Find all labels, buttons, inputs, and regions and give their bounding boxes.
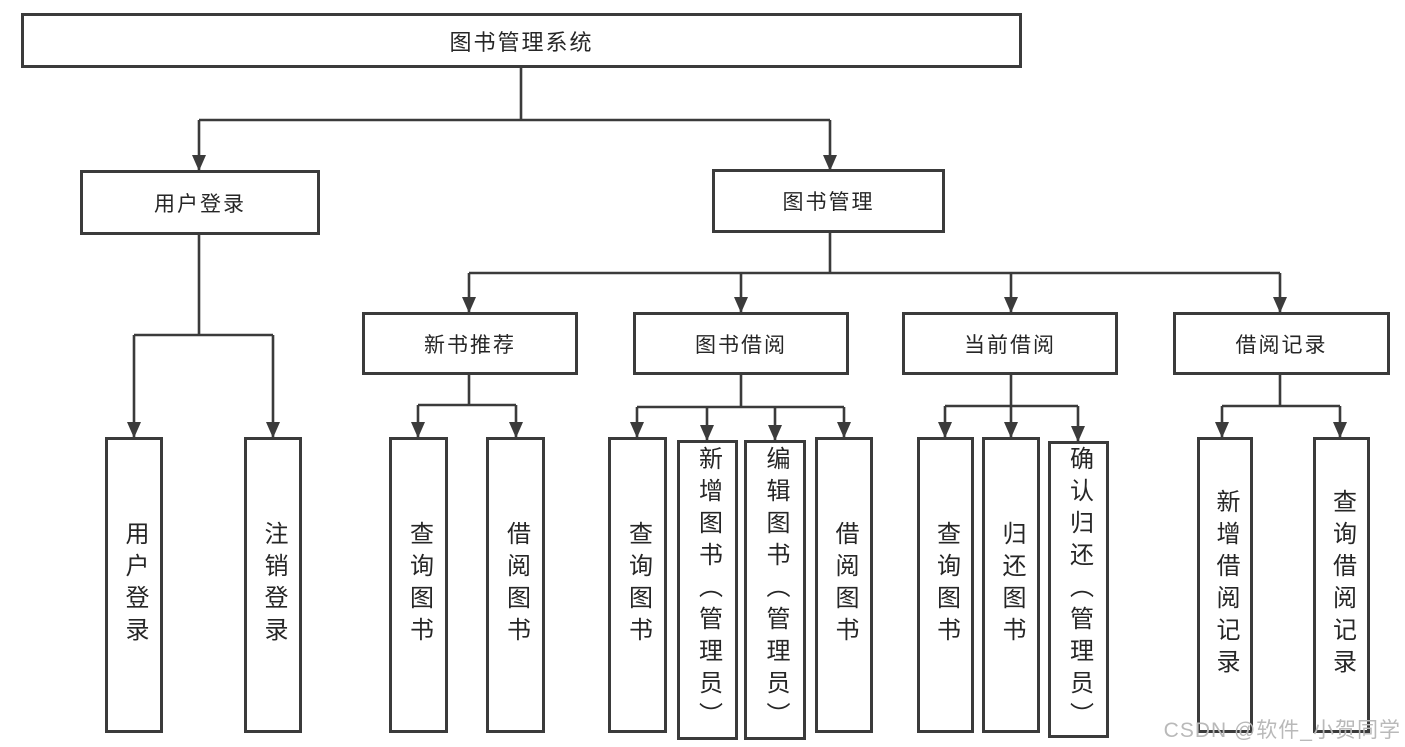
connector-userlogin-to-leaves [132,235,275,437]
leaf-br-query-record: 查询借阅记录 [1313,437,1370,733]
leaf-user-login-label: 用户登录 [121,521,148,649]
arrowheads [127,155,1347,442]
node-user-login: 用户登录 [80,170,320,235]
node-book-management: 图书管理 [712,169,945,233]
leaf-nbr-borrow-books-label: 借阅图书 [502,521,530,649]
connector-root-to-level2 [197,68,832,170]
leaf-nbr-borrow-books: 借阅图书 [486,437,545,733]
leaf-cb-return-books-label: 归还图书 [998,521,1025,649]
leaf-cb-return-books: 归还图书 [982,437,1040,733]
arrow-down-icon [411,422,425,438]
node-user-login-label: 用户登录 [154,192,246,216]
arrow-down-icon [768,425,782,441]
node-book-borrow: 图书借阅 [633,312,849,375]
arrow-down-icon [462,297,476,313]
arrow-down-icon [127,422,141,438]
arrow-down-icon [700,425,714,441]
arrow-down-icon [630,422,644,438]
arrow-down-icon [1273,297,1287,313]
node-new-book-recommend-label: 新书推荐 [424,333,516,357]
node-current-borrow-label: 当前借阅 [964,333,1056,357]
connector-newbookrec-to-leaves [416,375,518,437]
connector-bookmgmt-to-level3 [467,233,1282,312]
arrow-down-icon [1004,297,1018,313]
node-borrow-records-label: 借阅记录 [1235,333,1328,357]
leaf-cb-query-books: 查询图书 [917,437,974,733]
arrow-down-icon [837,422,851,438]
leaf-cb-confirm-return-admin: 确认归还（管理员） [1048,441,1109,738]
node-current-borrow: 当前借阅 [902,312,1118,375]
leaf-nbr-query-books: 查询图书 [389,437,448,733]
leaf-br-add-record-label: 新增借阅记录 [1212,489,1239,681]
leaf-cb-confirm-return-admin-label: 确认归还（管理员） [1065,445,1093,734]
leaf-bb-add-book-admin-label: 新增图书（管理员） [694,446,722,734]
arrow-down-icon [1333,422,1347,438]
leaf-user-login: 用户登录 [105,437,163,733]
leaf-bb-add-book-admin: 新增图书（管理员） [677,440,738,740]
arrow-down-icon [1071,426,1085,442]
leaf-bb-query-books: 查询图书 [608,437,667,733]
arrow-down-icon [823,155,837,171]
arrow-down-icon [266,422,280,438]
leaf-nbr-query-books-label: 查询图书 [405,521,433,649]
connector-borrowrecords-to-leaves [1220,375,1342,437]
leaf-logout: 注销登录 [244,437,302,733]
node-new-book-recommend: 新书推荐 [362,312,578,375]
connector-bookborrow-to-leaves [635,375,846,440]
leaf-bb-borrow-books-label: 借阅图书 [831,521,858,649]
node-borrow-records: 借阅记录 [1173,312,1390,375]
arrow-down-icon [1215,422,1229,438]
arrow-down-icon [509,422,523,438]
node-root: 图书管理系统 [21,13,1022,68]
leaf-cb-query-books-label: 查询图书 [932,521,960,649]
leaf-br-add-record: 新增借阅记录 [1197,437,1253,733]
node-book-management-label: 图书管理 [782,191,875,214]
node-book-borrow-label: 图书借阅 [695,333,787,357]
leaf-bb-edit-book-admin: 编辑图书（管理员） [744,440,806,740]
leaf-bb-query-books-label: 查询图书 [624,521,652,649]
leaf-logout-label: 注销登录 [260,521,287,649]
leaf-bb-edit-book-admin-label: 编辑图书（管理员） [762,446,789,734]
arrow-down-icon [1004,422,1018,438]
arrow-down-icon [734,297,748,313]
leaf-br-query-record-label: 查询借阅记录 [1328,489,1356,681]
csdn-watermark: CSDN @软件_小贺同学 [1163,719,1401,742]
node-root-label: 图书管理系统 [449,29,594,55]
leaf-bb-borrow-books: 借阅图书 [815,437,873,733]
arrow-down-icon [192,155,206,171]
connector-currentborrow-to-leaves [943,375,1080,441]
arrow-down-icon [938,422,952,438]
